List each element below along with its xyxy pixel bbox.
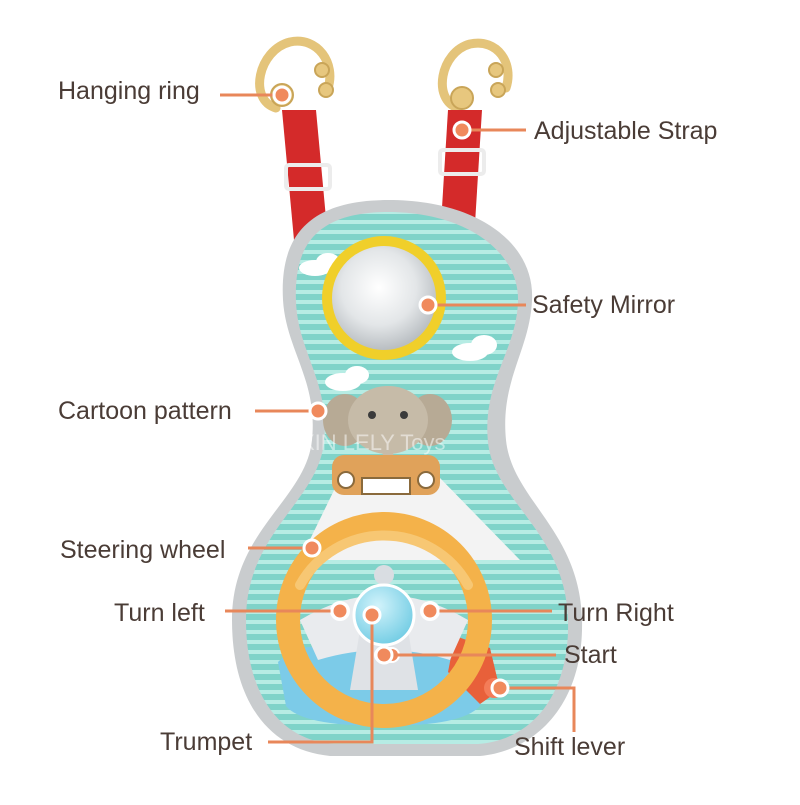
trumpet-button[interactable] — [352, 583, 416, 647]
label-adjustable-strap: Adjustable Strap — [534, 117, 718, 145]
safety-mirror — [322, 236, 446, 360]
label-trumpet: Trumpet — [160, 728, 253, 756]
label-shift-lever: Shift lever — [514, 733, 626, 761]
label-steering-wheel: Steering wheel — [60, 536, 226, 564]
marker-dot-turn-right — [420, 601, 440, 621]
leader-lines — [220, 93, 576, 744]
leader-line-trumpet — [268, 615, 374, 744]
label-turn-left: Turn left — [114, 599, 205, 627]
marker-dot-hanging-ring — [272, 85, 292, 105]
marker-dot-cartoon-pattern — [308, 401, 328, 421]
marker-dot-adjustable-strap — [452, 120, 472, 140]
label-turn-right: Turn Right — [558, 599, 674, 627]
adjustable-strap-left — [282, 110, 332, 240]
marker-dot-start — [374, 645, 394, 665]
marker-dots — [272, 85, 510, 698]
marker-dot-shift-lever — [490, 678, 510, 698]
cartoon-car-icon — [332, 455, 440, 495]
hanging-ring-right — [437, 38, 513, 113]
marker-dot-safety-mirror — [418, 295, 438, 315]
label-hanging-ring: Hanging ring — [58, 77, 200, 105]
hanging-ring-left — [255, 36, 335, 113]
label-safety-mirror: Safety Mirror — [532, 291, 676, 319]
label-start: Start — [564, 641, 617, 669]
leader-line-shift-lever — [500, 686, 576, 732]
marker-dot-trumpet — [362, 605, 382, 625]
watermark: XIN LELY Toys — [300, 430, 446, 455]
marker-dot-steering-wheel — [302, 538, 322, 558]
adjustable-strap-right — [438, 110, 486, 240]
marker-dot-turn-left — [330, 601, 350, 621]
label-cartoon-pattern: Cartoon pattern — [58, 397, 232, 425]
